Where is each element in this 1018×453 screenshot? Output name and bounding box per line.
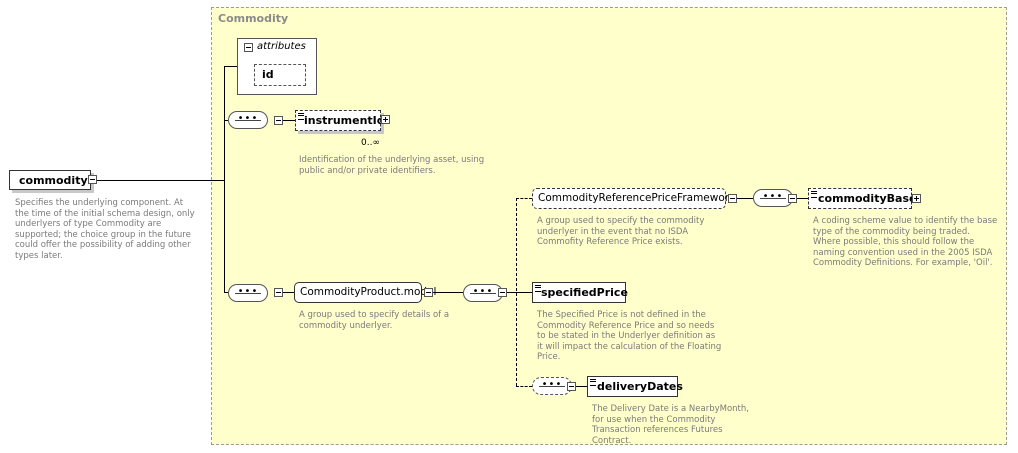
connector-children [507, 292, 516, 293]
connector-seq3 [433, 292, 463, 293]
sequence-collapse-icon[interactable] [498, 288, 507, 297]
sequence-icon[interactable]: ••• [532, 377, 572, 395]
deliveryDates-description: The Delivery Date is a NearbyMonth, for … [592, 404, 749, 446]
connector-specified-price [516, 292, 532, 293]
sequence-icon[interactable]: ••• [228, 284, 268, 302]
commodity-group-box [211, 7, 1007, 445]
connector-model [283, 292, 294, 293]
deliveryDates-element[interactable]: deliveryDates [587, 376, 683, 397]
connector-seq1 [224, 120, 228, 121]
connector-instrument [283, 120, 295, 121]
sequence-collapse-icon[interactable] [788, 194, 797, 203]
sequence-icon[interactable]: ••• [463, 284, 503, 302]
connector-delivery [576, 386, 587, 387]
instrumentId-cardinality: 0..∞ [361, 138, 380, 148]
commodity-collapse-icon[interactable] [88, 175, 97, 184]
model-collapse-icon[interactable] [424, 288, 433, 297]
specifiedPrice-description: The Specified Price is not defined in th… [537, 310, 722, 362]
reference-framework-group[interactable]: CommodityReferencePriceFramewor... [532, 188, 738, 209]
connector-framework-seq [737, 198, 753, 199]
attributes-collapse-icon[interactable] [244, 43, 253, 52]
commodity-product-model-label: CommodityProduct.model [300, 286, 437, 298]
reference-framework-description: A group used to specify the commodity un… [537, 216, 705, 247]
sequence-collapse-icon[interactable] [274, 288, 283, 297]
group-title: Commodity [218, 12, 289, 25]
commodity-product-model-group[interactable]: CommodityProduct.model [294, 282, 436, 303]
connector-commodity-base [797, 198, 808, 199]
instrumentId-description: Identification of the underlying asset, … [299, 155, 485, 176]
attributes-label: attributes [257, 41, 306, 52]
specifiedPrice-element[interactable]: specifiedPrice [532, 282, 628, 303]
commodityBase-element[interactable]: commodityBase [808, 188, 916, 209]
framework-collapse-icon[interactable] [728, 194, 737, 203]
connector-framework [516, 198, 532, 199]
connector-seq2 [224, 292, 228, 293]
commodity-element[interactable]: commodity [9, 170, 91, 190]
connector-vertical-main [224, 66, 225, 293]
commodityBase-label: commodityBase [818, 192, 917, 205]
sequence-icon[interactable]: ••• [228, 111, 268, 129]
connector-attributes [224, 66, 237, 67]
commodityBase-expand-icon[interactable] [912, 194, 921, 203]
connector-root [97, 180, 225, 181]
instrumentId-label: instrumentId [304, 114, 385, 127]
commodity-product-model-description: A group used to specify details of a com… [299, 310, 450, 331]
instrumentId-expand-icon[interactable] [381, 115, 390, 124]
specifiedPrice-label: specifiedPrice [541, 286, 628, 299]
sequence-icon[interactable]: ••• [753, 189, 793, 207]
sequence-collapse-icon[interactable] [567, 382, 576, 391]
deliveryDates-label: deliveryDates [597, 380, 683, 393]
attribute-id[interactable]: id [254, 64, 306, 86]
connector-delivery-seq [516, 386, 532, 387]
instrumentId-element[interactable]: instrumentId [295, 110, 385, 131]
reference-framework-label: CommodityReferencePriceFramewor... [538, 192, 739, 204]
commodityBase-description: A coding scheme value to identify the ba… [813, 216, 998, 268]
commodity-label: commodity [19, 174, 88, 187]
sequence-collapse-icon[interactable] [274, 116, 283, 125]
commodity-description: Specifies the underlying component. At t… [15, 198, 195, 261]
